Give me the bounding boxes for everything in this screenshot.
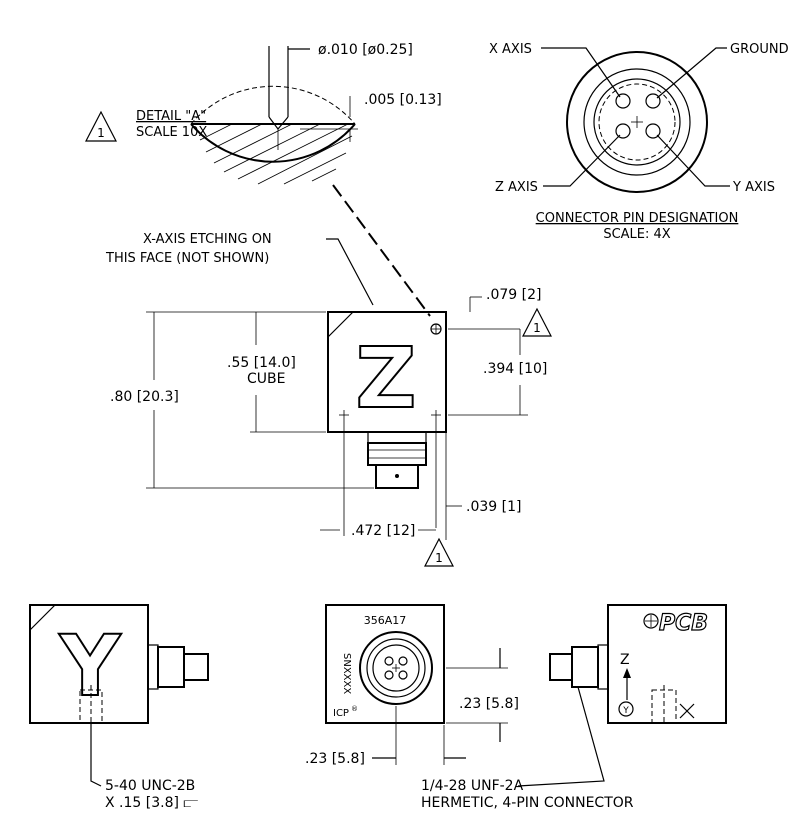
cube-chamfer bbox=[327, 311, 354, 338]
connector-body bbox=[375, 464, 419, 489]
detail-dim-depth: .005 [0.13] bbox=[364, 92, 442, 108]
thread-note-left-2: X .15 [3.8] ⫍ bbox=[105, 795, 198, 811]
face-pin-3 bbox=[384, 670, 394, 680]
label-z-axis: Z AXIS bbox=[495, 180, 538, 195]
connector-mid-ring bbox=[583, 68, 691, 176]
pcb-logo: PCB bbox=[659, 611, 708, 636]
face-letter-y: Y bbox=[59, 617, 122, 715]
axis-label-z: Z bbox=[620, 652, 630, 668]
z-axis-arrowhead bbox=[623, 668, 631, 678]
leader-ground bbox=[656, 47, 727, 99]
y-axis-symbol-text: Y bbox=[622, 706, 629, 716]
connector-center-dot bbox=[395, 474, 399, 478]
connector-inner-ring bbox=[593, 78, 681, 166]
label-ground: GROUND bbox=[730, 42, 789, 57]
icp-label: ICP bbox=[333, 708, 349, 719]
cube-connector-face bbox=[325, 604, 445, 724]
connector-face-outer bbox=[359, 631, 433, 705]
connector-face-inner bbox=[372, 644, 420, 692]
right-connector-collar bbox=[597, 644, 609, 690]
revision-triangle-detail bbox=[85, 110, 117, 142]
face-pin-1 bbox=[384, 656, 394, 666]
detail-hatching bbox=[199, 123, 353, 185]
dim-23-horizontal: .23 [5.8] bbox=[305, 751, 365, 767]
pin-x bbox=[615, 93, 631, 109]
dim-039: .039 [1] bbox=[466, 499, 521, 515]
thread-leader-left bbox=[90, 723, 102, 787]
dim-079: .079 [2] bbox=[486, 287, 541, 303]
side-connector-body bbox=[183, 653, 209, 681]
connector-collar bbox=[367, 431, 427, 444]
side-connector-nut bbox=[157, 646, 185, 688]
revision-marker-detail: 1 bbox=[97, 126, 105, 140]
detail-scale: SCALE 10X bbox=[136, 125, 207, 140]
detail-circle-solid bbox=[190, 123, 356, 163]
leader-x-axis bbox=[541, 47, 621, 98]
right-connector-body bbox=[549, 653, 573, 681]
left-view: Y 5-40 UNC-2B X .15 [3.8] ⫍ bbox=[29, 604, 209, 811]
leader-z-axis bbox=[543, 134, 621, 187]
dim-23-vertical: .23 [5.8] bbox=[459, 696, 519, 712]
thread-leader-right bbox=[517, 686, 605, 787]
detail-leader bbox=[332, 184, 431, 317]
x-axis-mark-2 bbox=[679, 703, 695, 719]
thread-note-right-2: HERMETIC, 4-PIN CONNECTOR bbox=[421, 795, 634, 811]
revision-marker-right: 1 bbox=[533, 321, 541, 335]
label-y-axis: Y AXIS bbox=[732, 180, 775, 195]
detail-a: 1 DETAIL "A" SCALE 10X ø.010 [ø0.25] .00… bbox=[85, 42, 442, 317]
revision-marker-bottom: 1 bbox=[435, 551, 443, 565]
connector-dashed-ring bbox=[598, 83, 676, 161]
model-number: 356A17 bbox=[364, 614, 407, 627]
connector-pin-designation: X AXIS GROUND Z AXIS Y AXIS CONNECTOR PI… bbox=[489, 42, 789, 242]
front-view: X-AXIS ETCHING ON THIS FACE (NOT SHOWN) … bbox=[105, 232, 552, 567]
right-connector-nut bbox=[571, 646, 599, 688]
dim-394: .394 [10] bbox=[483, 361, 547, 377]
leader-y-axis bbox=[656, 134, 730, 187]
middle-view: 356A17 SNXXXX ICP ® .23 [5.8] .23 [5.8] bbox=[305, 604, 519, 767]
thread-note-left-1: 5-40 UNC-2B bbox=[105, 778, 195, 794]
dim-cube-1: .55 [14.0] bbox=[227, 355, 296, 371]
connector-nut bbox=[367, 442, 427, 466]
etching-note-line1: X-AXIS ETCHING ON bbox=[143, 232, 272, 247]
side-connector-collar bbox=[147, 644, 159, 690]
icp-trademark: ® bbox=[351, 705, 358, 713]
face-pin-4 bbox=[398, 670, 408, 680]
face-pin-2 bbox=[398, 656, 408, 666]
connector-title: CONNECTOR PIN DESIGNATION bbox=[536, 211, 739, 226]
pin-y bbox=[645, 123, 661, 139]
connector-face-mid bbox=[366, 638, 426, 698]
detail-circle-dashed bbox=[190, 85, 356, 125]
pin-z bbox=[615, 123, 631, 139]
right-view: PCB Z Y 1/4-28 UNF-2A HERMETIC, 4-PIN CO… bbox=[421, 604, 727, 811]
detail-dim-diameter: ø.010 [ø0.25] bbox=[318, 42, 413, 58]
serial-number: SNXXXX bbox=[341, 653, 352, 694]
dim-height: .80 [20.3] bbox=[110, 389, 179, 405]
thread-note-right-1: 1/4-28 UNF-2A bbox=[421, 778, 524, 794]
connector-outer-ring bbox=[566, 51, 708, 193]
revision-triangle-bottom bbox=[424, 537, 454, 567]
detail-label: DETAIL "A" bbox=[136, 109, 206, 124]
connector-scale: SCALE: 4X bbox=[603, 227, 670, 242]
face-letter-z: Z bbox=[356, 329, 417, 427]
revision-triangle-right bbox=[522, 307, 552, 337]
pin-ground bbox=[645, 93, 661, 109]
label-x-axis: X AXIS bbox=[489, 42, 532, 57]
etching-leader bbox=[326, 238, 374, 306]
cube-left-chamfer bbox=[29, 604, 56, 631]
dim-472: .472 [12] bbox=[351, 523, 415, 539]
dim-cube-2: CUBE bbox=[247, 371, 285, 387]
y-axis-symbol bbox=[618, 701, 634, 717]
etching-note-line2: THIS FACE (NOT SHOWN) bbox=[105, 251, 269, 266]
pcb-logo-mark bbox=[643, 613, 659, 629]
